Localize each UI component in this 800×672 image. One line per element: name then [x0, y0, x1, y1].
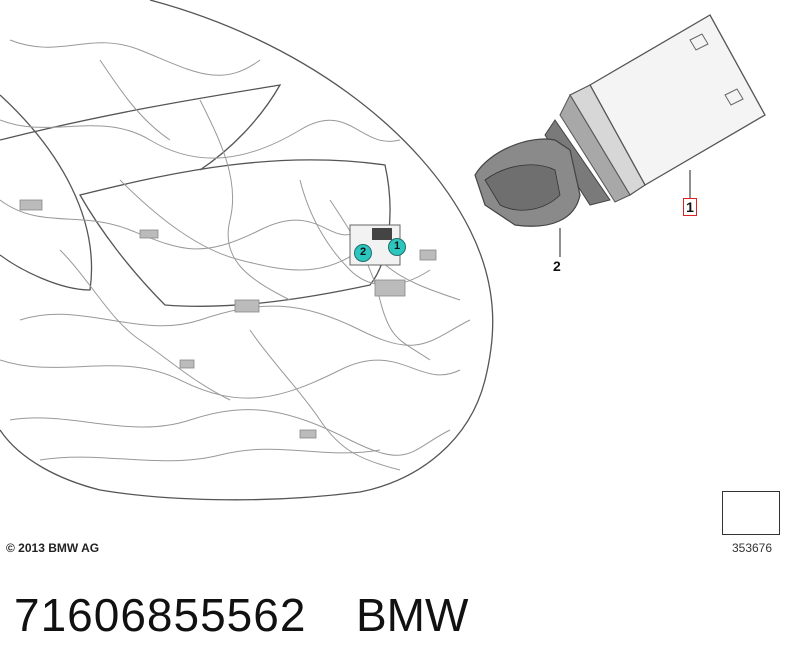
callout-part-2[interactable]: 2 — [553, 258, 561, 274]
brand-name: BMW — [356, 589, 469, 641]
location-marker-2[interactable]: 2 — [354, 244, 372, 262]
reference-box — [722, 491, 780, 535]
copyright-text: © 2013 BMW AG — [6, 541, 100, 555]
leader-lines — [559, 170, 691, 257]
connector-housing — [474, 138, 581, 227]
wiring-harness — [0, 39, 471, 471]
reference-number: 353676 — [731, 541, 773, 555]
part-number: 71606855562 — [14, 589, 307, 641]
control-unit — [544, 14, 766, 206]
callout-part-1[interactable]: 1 — [683, 198, 697, 216]
harness-clips — [19, 199, 437, 439]
car-body-outline — [0, 0, 494, 501]
location-marker-1[interactable]: 1 — [388, 238, 406, 256]
